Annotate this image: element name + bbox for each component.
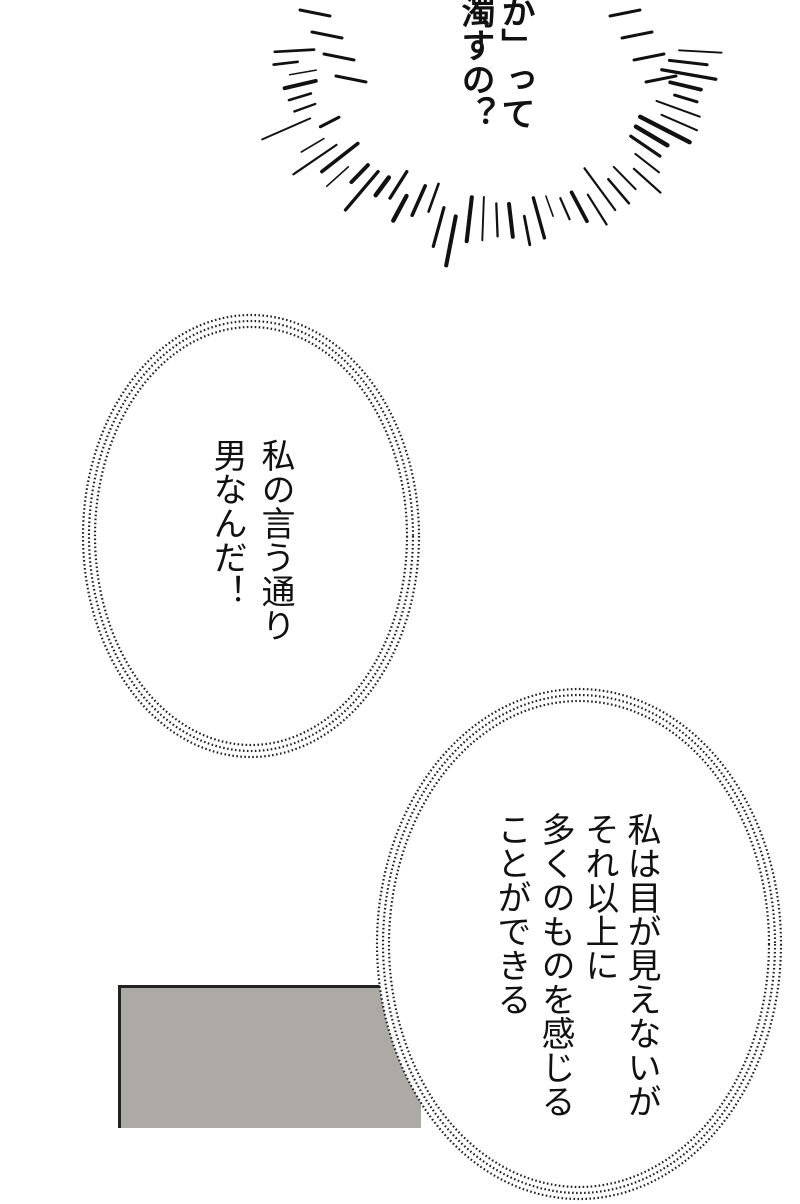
burst-stroke: [678, 49, 723, 54]
burst-stroke: [373, 175, 392, 198]
burst-stroke: [633, 124, 670, 148]
burst-stroke: [349, 163, 370, 185]
burst-stroke: [310, 30, 344, 40]
burst-stroke: [632, 167, 662, 194]
burst-stroke: [531, 196, 547, 240]
burst-stroke: [273, 48, 316, 54]
burst-stroke: [322, 52, 356, 62]
burst-stroke: [410, 184, 428, 217]
gray-panel: [118, 985, 421, 1128]
bubble-1-text-col-1: 私の言う通り: [255, 438, 295, 642]
burst-stroke: [325, 166, 350, 188]
burst-stroke: [318, 115, 341, 129]
burst-stroke: [634, 152, 660, 174]
burst-stroke: [608, 8, 642, 18]
burst-stroke: [300, 137, 325, 153]
burst-stroke: [644, 74, 678, 84]
burst-stroke: [320, 141, 360, 174]
burst-stroke: [660, 113, 698, 132]
burst-stroke: [629, 134, 662, 158]
speech-bubble-1: 私の言う通り 男なんだ！: [78, 310, 424, 762]
burst-stroke: [632, 52, 666, 62]
burst-stroke: [522, 214, 532, 247]
burst-stroke: [388, 169, 409, 200]
burst-lines: [261, 8, 723, 268]
burst-stroke: [607, 178, 631, 205]
burst-stroke: [655, 99, 701, 118]
burst-stroke: [287, 92, 313, 102]
burst-stroke: [612, 165, 637, 191]
shout-text-col-2: 濁すの？: [455, 0, 495, 130]
burst-stroke: [292, 143, 338, 176]
bubble-1-text-col-2: 男なんだ！: [207, 438, 247, 608]
burst-stroke: [638, 114, 692, 145]
burst-stroke: [261, 117, 312, 141]
burst-stroke: [667, 58, 709, 67]
burst-stroke: [481, 196, 485, 242]
bubble-2-text-col-1: 私は目が見えないが: [621, 812, 661, 1118]
burst-stroke: [288, 69, 317, 76]
bubble-2-text-col-3: 多くのものを感じる: [535, 812, 575, 1118]
burst-stroke: [293, 102, 317, 113]
burst-stroke: [391, 193, 409, 223]
burst-stroke: [586, 193, 608, 226]
burst-stroke: [334, 74, 368, 84]
burst-stroke: [444, 214, 458, 268]
shout-panel: か」って 濁すの？: [0, 0, 800, 280]
burst-stroke: [569, 190, 589, 224]
bubble-1-outline: [81, 313, 421, 759]
burst-stroke: [282, 78, 318, 91]
burst-stroke: [507, 202, 515, 239]
burst-stroke: [427, 182, 440, 213]
burst-stroke: [620, 30, 654, 40]
burst-stroke: [660, 68, 718, 81]
burst-stroke: [298, 8, 332, 18]
burst-stroke: [545, 195, 554, 217]
burst-stroke: [495, 202, 499, 238]
burst-stroke: [668, 80, 703, 92]
burst-stroke: [559, 197, 571, 221]
burst-stroke: [272, 60, 299, 66]
speech-bubble-2: 私は目が見えないが それ以上に 多くのものを感じる ことができる: [372, 684, 786, 1204]
burst-stroke: [583, 167, 617, 212]
burst-stroke: [673, 93, 699, 104]
burst-stroke: [464, 195, 474, 244]
burst-stroke: [343, 169, 380, 212]
bubble-2-text-col-4: ことができる: [491, 812, 531, 1016]
shout-text-col-1: か」って: [495, 0, 535, 130]
bubble-2-text-col-2: それ以上に: [579, 812, 619, 982]
burst-stroke: [431, 206, 446, 248]
